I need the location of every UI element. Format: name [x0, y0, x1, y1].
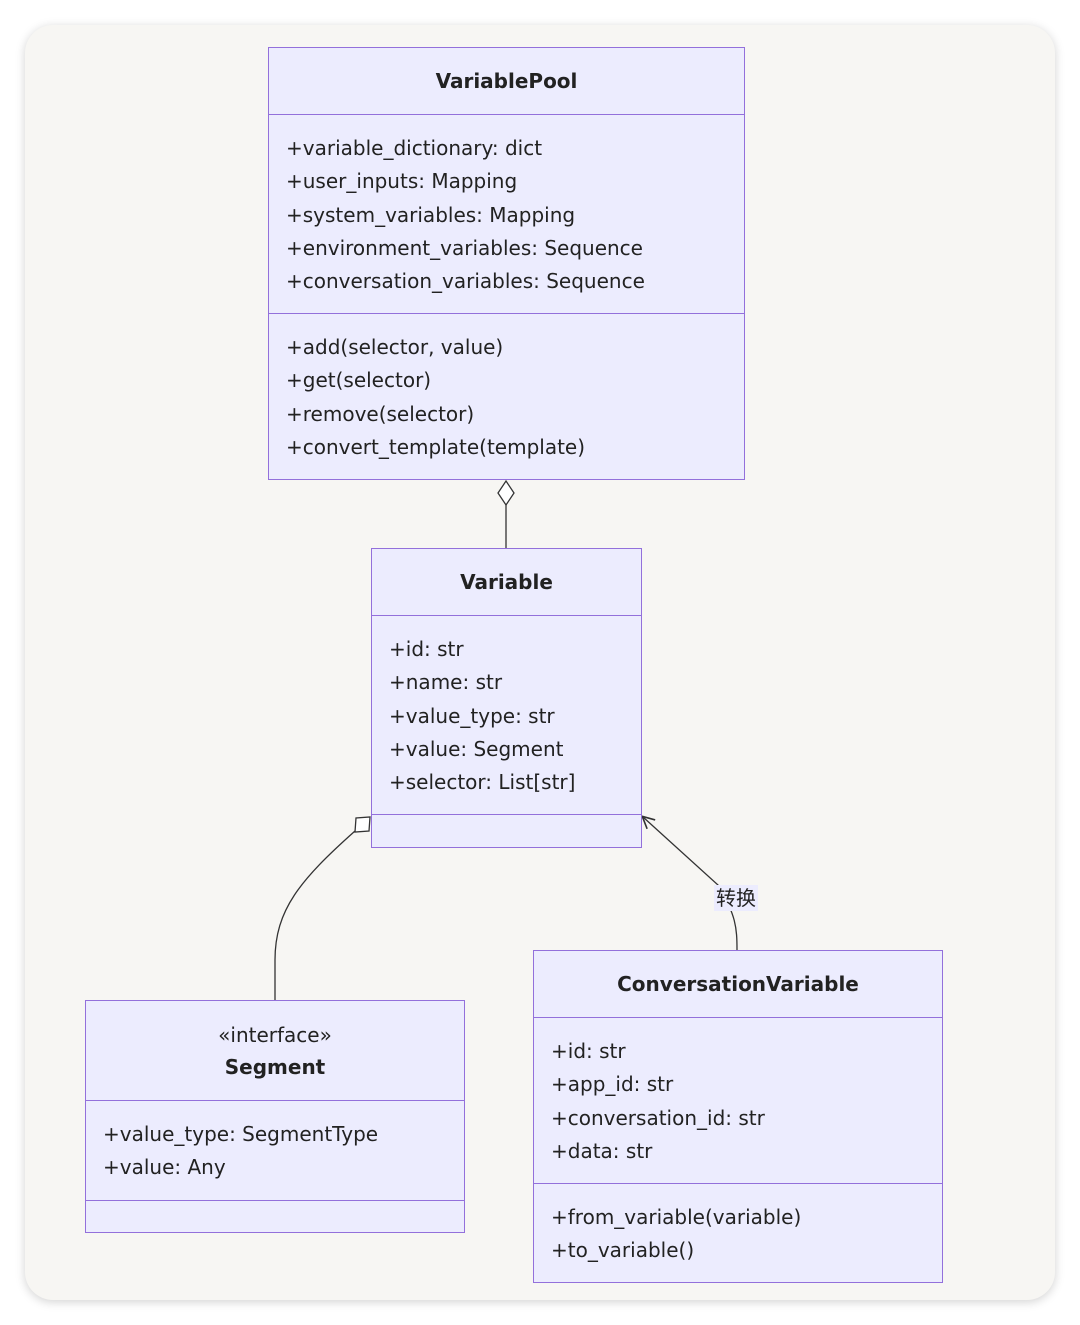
class-title: Variable — [372, 549, 641, 616]
attribute: +environment_variables: Sequence — [286, 235, 643, 260]
attributes-section: +id: str +app_id: str +conversation_id: … — [534, 1018, 942, 1184]
class-variable[interactable]: Variable +id: str +name: str +value_type… — [371, 548, 642, 848]
attributes-section: +id: str +name: str +value_type: str +va… — [372, 616, 641, 815]
stereotype-label: «interface» — [218, 1022, 332, 1047]
method: +from_variable(variable) — [551, 1205, 802, 1229]
class-title: VariablePool — [269, 48, 744, 115]
attributes-section: +value_type: SegmentType +value: Any — [86, 1101, 464, 1201]
class-name: ConversationVariable — [617, 972, 859, 996]
method: +get(selector) — [286, 368, 432, 393]
attribute: +user_inputs: Mapping — [286, 169, 518, 194]
attribute: +app_id: str — [551, 1072, 674, 1097]
class-name: Segment — [224, 1054, 326, 1079]
attribute: +value: Any — [103, 1155, 226, 1180]
methods-section: +from_variable(variable) +to_variable() — [534, 1184, 942, 1268]
attribute: +value: Segment — [389, 736, 564, 761]
attribute: +data: str — [551, 1138, 653, 1163]
class-conversation-variable[interactable]: ConversationVariable +id: str +app_id: s… — [533, 950, 943, 1283]
attribute: +value_type: str — [389, 703, 555, 728]
method: +to_variable() — [551, 1238, 695, 1263]
attribute: +conversation_id: str — [551, 1105, 765, 1130]
method: +convert_template(template) — [286, 434, 586, 459]
class-name: Variable — [460, 570, 553, 594]
attribute: +selector: List[str] — [389, 770, 576, 795]
attribute: +variable_dictionary: dict — [286, 136, 543, 160]
class-variable-pool[interactable]: VariablePool +variable_dictionary: dict … — [268, 47, 745, 480]
attribute: +conversation_variables: Sequence — [286, 269, 645, 294]
method: +remove(selector) — [286, 401, 475, 426]
class-title: «interface» Segment — [86, 1001, 464, 1101]
methods-section: +add(selector, value) +get(selector) +re… — [269, 314, 744, 464]
class-title: ConversationVariable — [534, 951, 942, 1018]
class-name: VariablePool — [435, 69, 578, 93]
methods-section — [86, 1201, 464, 1218]
methods-section — [372, 815, 641, 832]
attribute: +id: str — [389, 637, 464, 661]
attribute: +system_variables: Mapping — [286, 202, 576, 227]
class-segment[interactable]: «interface» Segment +value_type: Segment… — [85, 1000, 465, 1233]
edge-label-convert: 转换 — [714, 885, 758, 911]
attribute: +value_type: SegmentType — [103, 1122, 379, 1146]
attribute: +id: str — [551, 1039, 626, 1063]
attribute: +name: str — [389, 670, 503, 695]
attributes-section: +variable_dictionary: dict +user_inputs:… — [269, 115, 744, 314]
method: +add(selector, value) — [286, 335, 504, 359]
